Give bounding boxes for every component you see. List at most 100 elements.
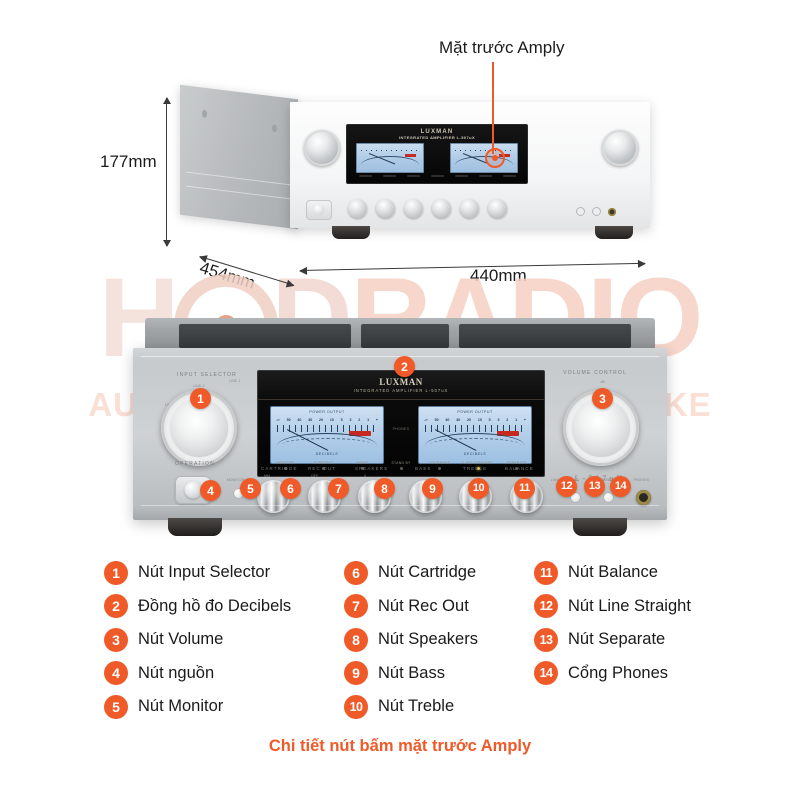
marker-13[interactable]: 13 [584,476,605,497]
vu-tick: 1 [367,418,370,422]
button-mono-label: MONO [356,461,369,465]
vu-tick: 20 [319,418,324,422]
vu-meter-right-small [450,143,518,173]
legend-badge-2: 2 [104,594,128,619]
vu-tick: 50 [286,418,291,422]
legend-item-4[interactable]: 4 Nút nguồn [104,657,344,691]
legend-item-1[interactable]: 1 Nút Input Selector [104,556,344,590]
vu-meter-left-small [356,143,424,173]
marker-8[interactable]: 8 [374,478,395,499]
amplifier-top-cover [145,318,655,352]
button-monitor[interactable]: MONITOR [266,461,305,470]
monitor-button[interactable] [233,488,244,499]
vu-arc [361,156,419,165]
legend-item-13[interactable]: 13 Nút Separate [534,623,764,657]
display-button [358,174,372,177]
legend-item-12[interactable]: 12 Nút Line Straight [534,590,764,624]
legend-item-11[interactable]: 11 Nút Balance [534,556,764,590]
marker-6[interactable]: 6 [280,478,301,499]
legend-item-5[interactable]: 5 Nút Monitor [104,690,344,724]
button-standby[interactable]: STAND BY [382,461,421,470]
vu-tick: + [523,418,526,422]
separate-button[interactable] [603,492,614,503]
vu-tick: 5 [488,418,491,422]
button-subsonic-label: SUBSONIC [313,461,334,465]
callout-label: Mặt trước Amply [439,38,565,57]
vu-tick: 10 [329,418,334,422]
input-pos-line2: LINE-2 [193,384,205,388]
marker-14[interactable]: 14 [610,476,631,497]
rotary-knob-small [488,199,507,218]
legend-item-3[interactable]: 3 Nút Volume [104,623,344,657]
vu-meter-right: POWER OUTPUT -∞ 50 40 30 20 10 5 3 2 1 + [418,406,532,464]
figure-caption: Chi tiết nút bấm mặt trước Amply [268,737,532,755]
vu-scale [455,150,513,151]
vu-tick: 50 [434,418,439,422]
legend-label-3: Nút Volume [138,630,224,649]
marker-11[interactable]: 11 [514,478,535,499]
brand-subtitle-small: INTEGRATED AMPLIFIER L-507uX [398,135,476,140]
marker-9[interactable]: 9 [422,478,443,499]
legend-badge-14: 14 [534,661,558,686]
legend-label-14: Cổng Phones [568,663,668,682]
amplifier-faceplate: INPUT SELECTOR LINE-2 LINE-1 BAL. LINE-1… [133,348,667,520]
phones-jack[interactable] [636,490,651,505]
speakers-caption: SPEAKERS [355,466,389,471]
marker-12[interactable]: 12 [556,476,577,497]
rotary-knob-small [460,199,479,218]
legend-badge-10: 10 [344,694,368,719]
button-subsonic[interactable]: SUBSONIC [305,461,344,470]
marker-1[interactable]: 1 [190,388,211,409]
vu-tick: 30 [456,418,461,422]
marker-3[interactable]: 3 [592,388,613,409]
input-selector-caption: INPUT SELECTOR [177,372,237,378]
vu-tick: -∞ [424,418,428,422]
legend-item-7[interactable]: 7 Nút Rec Out [344,590,534,624]
marker-5[interactable]: 5 [240,478,261,499]
display-button [382,174,396,177]
rotary-knob-small [348,199,367,218]
button-mono[interactable]: MONO [343,461,382,470]
legend-badge-7: 7 [344,594,368,619]
button-loudness-label: LOUDNESS [429,461,451,465]
input-selector-knob-small [304,130,340,166]
phones-jack-small [608,207,616,216]
top-vent-grille [361,324,449,348]
marker-4[interactable]: 4 [200,480,221,501]
marker-10[interactable]: 10 [468,478,489,499]
legend-label-11: Nút Balance [568,563,658,582]
legend-label-10: Nút Treble [378,697,455,716]
button-line-straight[interactable]: LINE STRAIGHT [459,461,498,470]
height-dimension-line [162,97,171,247]
button-standby-label: STAND BY [391,461,411,465]
power-button-small [306,200,332,220]
led-indicator [360,467,364,470]
amplifier-foot [573,518,627,536]
led-indicator [322,467,326,470]
led-indicator [438,467,442,470]
legend-item-10[interactable]: 10 Nút Treble [344,690,534,724]
marker-7[interactable]: 7 [328,478,349,499]
legend-item-6[interactable]: 6 Nút Cartridge [344,556,534,590]
led-indicator [283,467,287,470]
width-dimension-label: 440mm [470,266,527,285]
side-seam-line [186,185,294,200]
top-vent-grille [179,324,351,348]
input-pos-line1: LINE-1 [229,379,241,383]
marker-2[interactable]: 2 [394,356,415,377]
legend-item-2[interactable]: 2 Đồng hồ đo Decibels [104,590,344,624]
legend-item-14[interactable]: 14 Cổng Phones [534,657,764,691]
display-button [454,174,468,177]
speakers-sub: A [364,474,367,478]
rec-out-caption: REC OUT [308,466,337,471]
legend-item-9[interactable]: 9 Nút Bass [344,657,534,691]
legend-badge-11: 11 [534,560,558,585]
button-separate[interactable]: SEPARATE [497,461,536,470]
operation-caption: OPERATION [175,461,215,467]
button-loudness[interactable]: LOUDNESS [420,461,459,470]
vu-tick: 10 [477,418,482,422]
legend-item-8[interactable]: 8 Nút Speakers [344,623,534,657]
amplifier-perspective-photo: LUXMAN INTEGRATED AMPLIFIER L-507uX [180,80,650,255]
amplifier-side-panel [180,84,298,230]
line-straight-button[interactable] [570,492,581,503]
